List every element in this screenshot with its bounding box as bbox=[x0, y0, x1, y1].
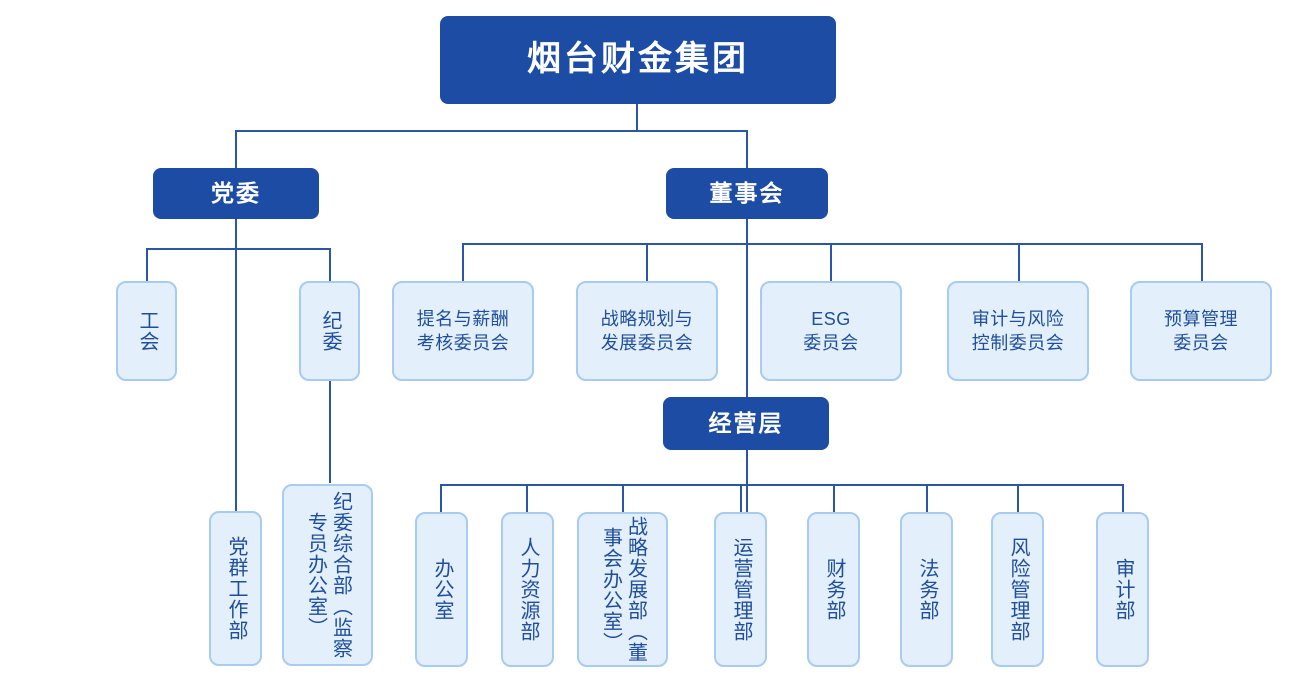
connector-to-dept-1 bbox=[440, 484, 442, 512]
connector-to-committee-4 bbox=[1018, 243, 1020, 281]
connector-to-dept-2 bbox=[526, 484, 528, 512]
node-board-of-directors-label: 董事会 bbox=[709, 179, 785, 206]
connector-to-committee-1 bbox=[462, 243, 464, 281]
connector-party-stem bbox=[235, 219, 237, 511]
connector-root-stem bbox=[636, 104, 638, 131]
node-discipline-committee-label: 纪委 bbox=[319, 310, 341, 352]
node-labor-union-label: 工会 bbox=[136, 310, 158, 352]
connector-management-bus bbox=[440, 484, 1123, 486]
node-board-of-directors[interactable]: 董事会 bbox=[666, 168, 828, 219]
connector-to-board bbox=[746, 130, 748, 168]
connector-root-bus bbox=[235, 130, 748, 132]
node-dept-operations-management[interactable]: 运营管理部 bbox=[714, 512, 767, 667]
node-dept-human-resources-label: 人力资源部 bbox=[517, 537, 539, 642]
node-root-company[interactable]: 烟台财金集团 bbox=[440, 16, 836, 104]
node-dept-strategy-development[interactable]: 战略发展部（董事会办公室） bbox=[577, 512, 668, 667]
node-dept-finance-label: 财务部 bbox=[823, 558, 845, 621]
node-labor-union[interactable]: 工会 bbox=[116, 281, 177, 381]
connector-to-labor-union bbox=[146, 248, 148, 281]
node-dept-human-resources[interactable]: 人力资源部 bbox=[501, 512, 554, 667]
connector-to-committee-5 bbox=[1201, 243, 1203, 281]
connector-to-dept-7 bbox=[1017, 484, 1019, 512]
node-dept-office-label: 办公室 bbox=[431, 558, 453, 621]
node-dept-party-mass-work[interactable]: 党群工作部 bbox=[209, 511, 262, 666]
connector-to-dept-6 bbox=[926, 484, 928, 512]
connector-to-party-committee bbox=[235, 130, 237, 168]
connector-to-dept-8 bbox=[1122, 484, 1124, 512]
connector-to-dept-4 bbox=[740, 484, 742, 512]
node-discipline-committee[interactable]: 纪委 bbox=[299, 281, 360, 381]
node-party-committee-label: 党委 bbox=[211, 179, 261, 206]
node-dept-finance[interactable]: 财务部 bbox=[807, 512, 860, 667]
connector-to-discipline-committee bbox=[329, 248, 331, 281]
node-committee-audit-risk-control[interactable]: 审计与风险 控制委员会 bbox=[947, 281, 1089, 381]
connector-to-dept-5 bbox=[833, 484, 835, 512]
node-dept-discipline-general-office[interactable]: 纪委综合部（监察专员办公室） bbox=[282, 484, 373, 666]
connector-board-stem bbox=[746, 219, 748, 397]
node-dept-audit[interactable]: 审计部 bbox=[1096, 512, 1149, 667]
node-dept-operations-management-label: 运营管理部 bbox=[730, 537, 752, 642]
node-dept-risk-management-label: 风险管理部 bbox=[1007, 537, 1029, 642]
node-root-company-label: 烟台财金集团 bbox=[527, 40, 749, 79]
node-committee-esg-label: ESG 委员会 bbox=[803, 308, 859, 353]
node-management-layer[interactable]: 经营层 bbox=[663, 397, 829, 450]
node-committee-strategy-development-label: 战略规划与 发展委员会 bbox=[600, 308, 694, 353]
connector-to-committee-3 bbox=[830, 243, 832, 281]
node-management-layer-label: 经营层 bbox=[708, 409, 784, 436]
connector-board-bus bbox=[462, 243, 1202, 245]
connector-to-committee-2 bbox=[646, 243, 648, 281]
node-dept-strategy-development-label: 战略发展部（董事会办公室） bbox=[599, 516, 647, 663]
node-committee-budget-management[interactable]: 预算管理 委员会 bbox=[1130, 281, 1272, 381]
node-dept-risk-management[interactable]: 风险管理部 bbox=[991, 512, 1044, 667]
node-dept-discipline-general-office-label: 纪委综合部（监察专员办公室） bbox=[304, 491, 352, 659]
node-dept-legal-affairs-label: 法务部 bbox=[916, 558, 938, 621]
node-committee-esg[interactable]: ESG 委员会 bbox=[760, 281, 902, 381]
node-committee-strategy-development[interactable]: 战略规划与 发展委员会 bbox=[576, 281, 718, 381]
connector-to-dept-3 bbox=[622, 484, 624, 512]
node-dept-legal-affairs[interactable]: 法务部 bbox=[900, 512, 953, 667]
connector-party-bus bbox=[146, 248, 330, 250]
connector-management-stem bbox=[746, 450, 748, 512]
node-dept-party-mass-work-label: 党群工作部 bbox=[225, 536, 247, 641]
node-dept-audit-label: 审计部 bbox=[1112, 558, 1134, 621]
node-committee-nomination-compensation-label: 提名与薪酬 考核委员会 bbox=[416, 308, 510, 353]
node-dept-office[interactable]: 办公室 bbox=[415, 512, 468, 667]
node-party-committee[interactable]: 党委 bbox=[153, 168, 319, 219]
node-committee-nomination-compensation[interactable]: 提名与薪酬 考核委员会 bbox=[392, 281, 534, 381]
node-committee-budget-management-label: 预算管理 委员会 bbox=[1164, 308, 1238, 353]
node-committee-audit-risk-control-label: 审计与风险 控制委员会 bbox=[971, 308, 1065, 353]
connector-discipline-to-dept bbox=[329, 381, 331, 483]
